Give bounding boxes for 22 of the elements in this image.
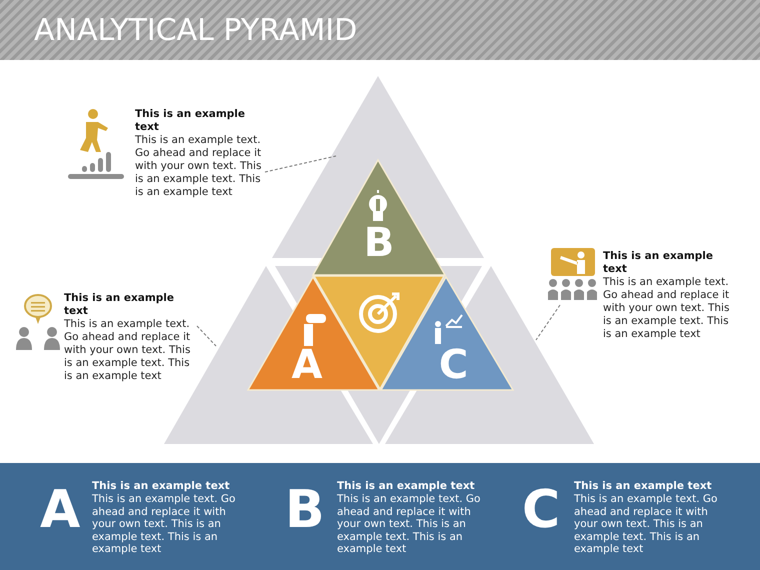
callout-text: This is an example text. Go ahead and replace it with your own text. This is an example text. This is an example text — [603, 276, 730, 341]
section-letter: C — [522, 480, 560, 540]
section-letter: B — [285, 480, 325, 540]
callout-text: This is an example text. Go ahead and replace it with your own text. This is an example text. This is an example text — [64, 318, 192, 383]
section-text: This is an example text. Go ahead and replace it with your own text. This is an example text. This is an example text — [92, 493, 236, 556]
section-heading: This is an example text — [92, 480, 230, 492]
leader-line — [196, 326, 216, 346]
leader-line — [536, 304, 560, 340]
section-letter: A — [40, 480, 80, 540]
segment-letter: B — [362, 223, 396, 264]
section-heading: This is an example text — [337, 480, 475, 492]
callout-text: This is an example text. Go ahead and replace it with your own text. This is an example text. This is an example text — [135, 134, 262, 199]
segment-letter: A — [290, 344, 324, 385]
callout-heading: This is an example text — [603, 250, 714, 276]
callout-heading: This is an example text — [135, 108, 246, 134]
segment-letter: C — [438, 344, 470, 385]
leader-line — [264, 156, 336, 172]
title: ANALYTICAL PYRAMID — [34, 14, 358, 48]
section-text: This is an example text. Go ahead and replace it with your own text. This is an example text. This is an example text — [574, 493, 718, 556]
callout-heading: This is an example text — [64, 292, 176, 318]
section-heading: This is an example text — [574, 480, 712, 492]
section-text: This is an example text. Go ahead and replace it with your own text. This is an example text. This is an example text — [337, 493, 482, 556]
